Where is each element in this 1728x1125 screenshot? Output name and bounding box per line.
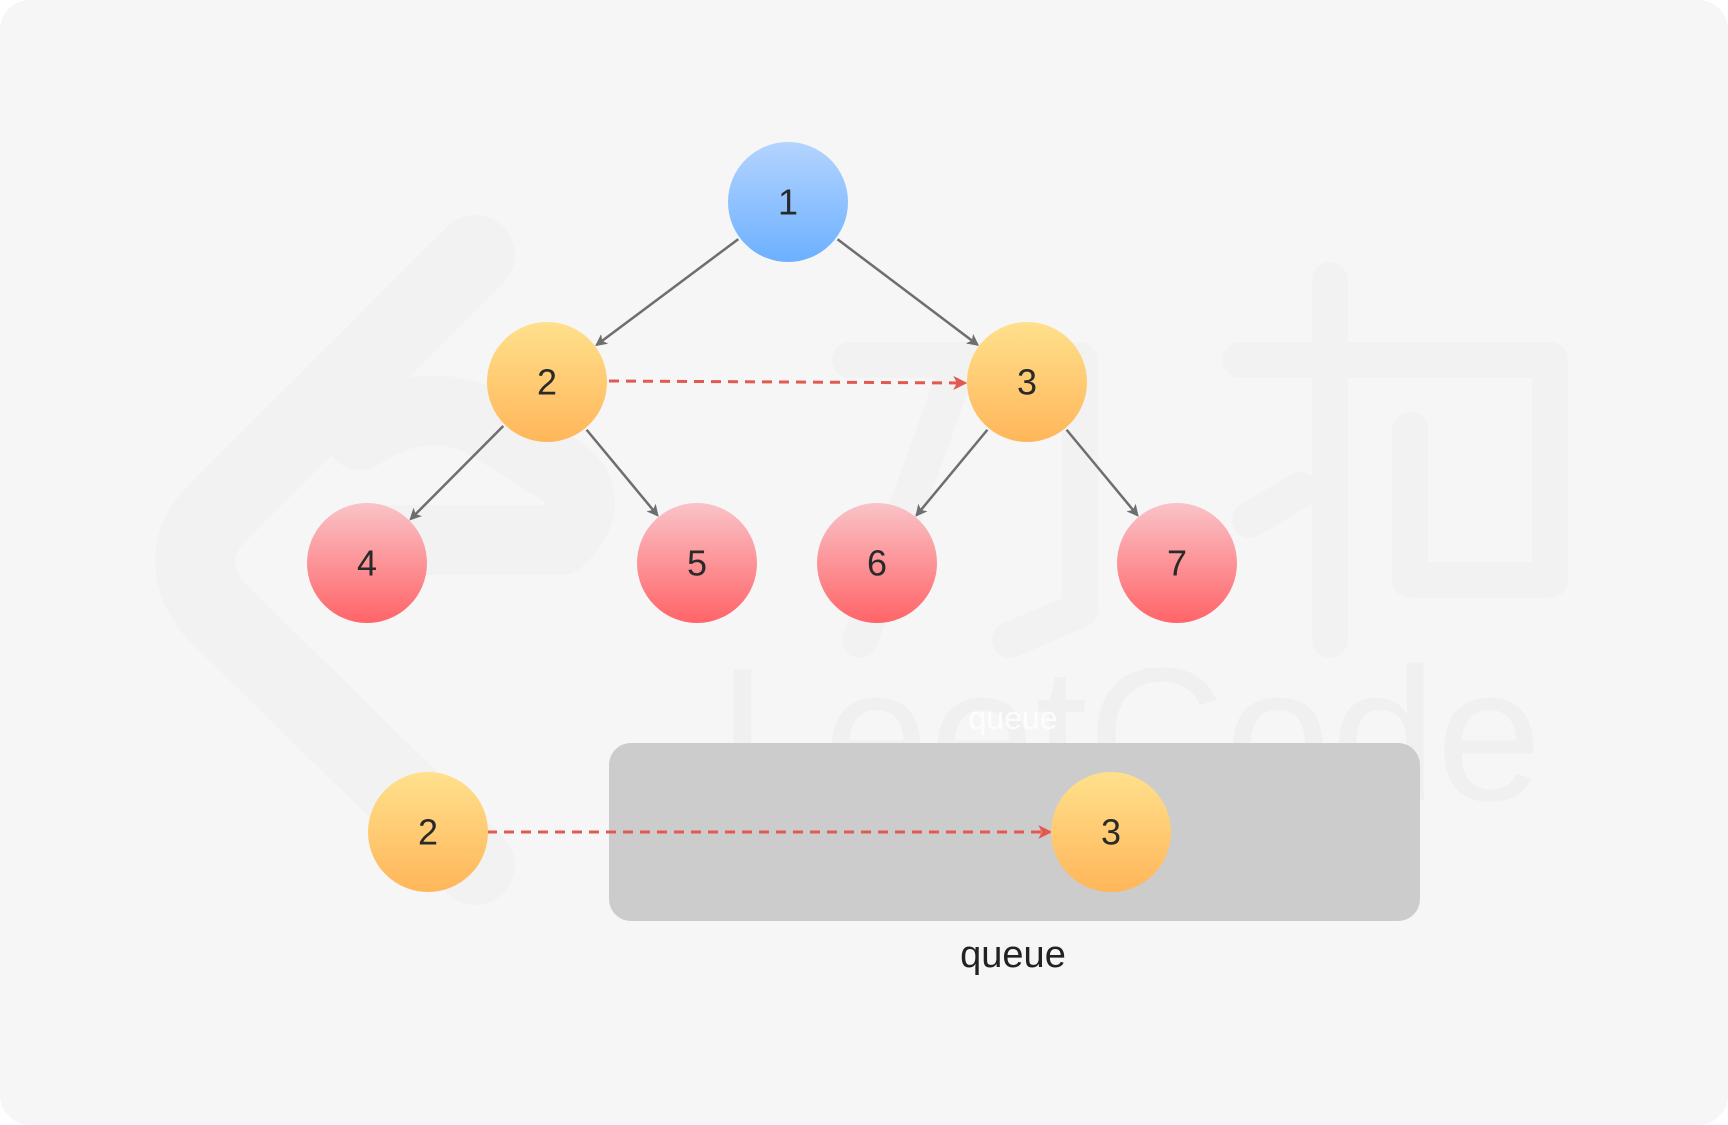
queue-ghost-caption: queue xyxy=(969,700,1058,736)
tree-node-label: 1 xyxy=(778,182,798,223)
tree-edge-n1-n3 xyxy=(836,238,980,346)
tree-edge-n2-n4 xyxy=(409,425,505,521)
tree-node-circle xyxy=(487,322,607,442)
tree-node-label: 3 xyxy=(1017,362,1037,403)
queue-inside-node-label: 3 xyxy=(1101,812,1121,853)
tree-node-label: 6 xyxy=(867,543,887,584)
tree-node-1: 1 xyxy=(728,142,848,262)
tree-edges xyxy=(409,238,1139,521)
tree-node-circle xyxy=(307,503,427,623)
tree-node-label: 7 xyxy=(1167,543,1187,584)
tree-node-3: 3 xyxy=(967,322,1087,442)
tree-node-circle xyxy=(728,142,848,262)
tree-node-4: 4 xyxy=(307,503,427,623)
tree-node-label: 4 xyxy=(357,543,377,584)
tree-edge-n2-n5 xyxy=(585,428,659,517)
tree-node-6: 6 xyxy=(817,503,937,623)
tree-edge-n1-n2 xyxy=(595,238,740,347)
tree-node-7: 7 xyxy=(1117,503,1237,623)
queue-inside-node: 3 xyxy=(1051,772,1171,892)
tree-node-circle xyxy=(637,503,757,623)
tree-nodes: 1 2 3 4 5 6 7 xyxy=(307,142,1237,623)
tree-node-label: 5 xyxy=(687,543,707,584)
next-pointer-links xyxy=(608,375,968,390)
next-pointer-arrow xyxy=(608,375,968,390)
queue-caption: queue xyxy=(960,934,1066,976)
tree-node-label: 2 xyxy=(537,362,557,403)
tree-node-circle xyxy=(817,503,937,623)
tree-node-5: 5 xyxy=(637,503,757,623)
tree-edge-n3-n6 xyxy=(915,428,989,517)
tree-node-circle xyxy=(967,322,1087,442)
tree-node-2: 2 xyxy=(487,322,607,442)
tree-node-circle xyxy=(1117,503,1237,623)
tree-edge-n3-n7 xyxy=(1065,428,1139,517)
queue-outside-node: 2 xyxy=(368,772,488,892)
queue-outside-node-label: 2 xyxy=(418,812,438,853)
